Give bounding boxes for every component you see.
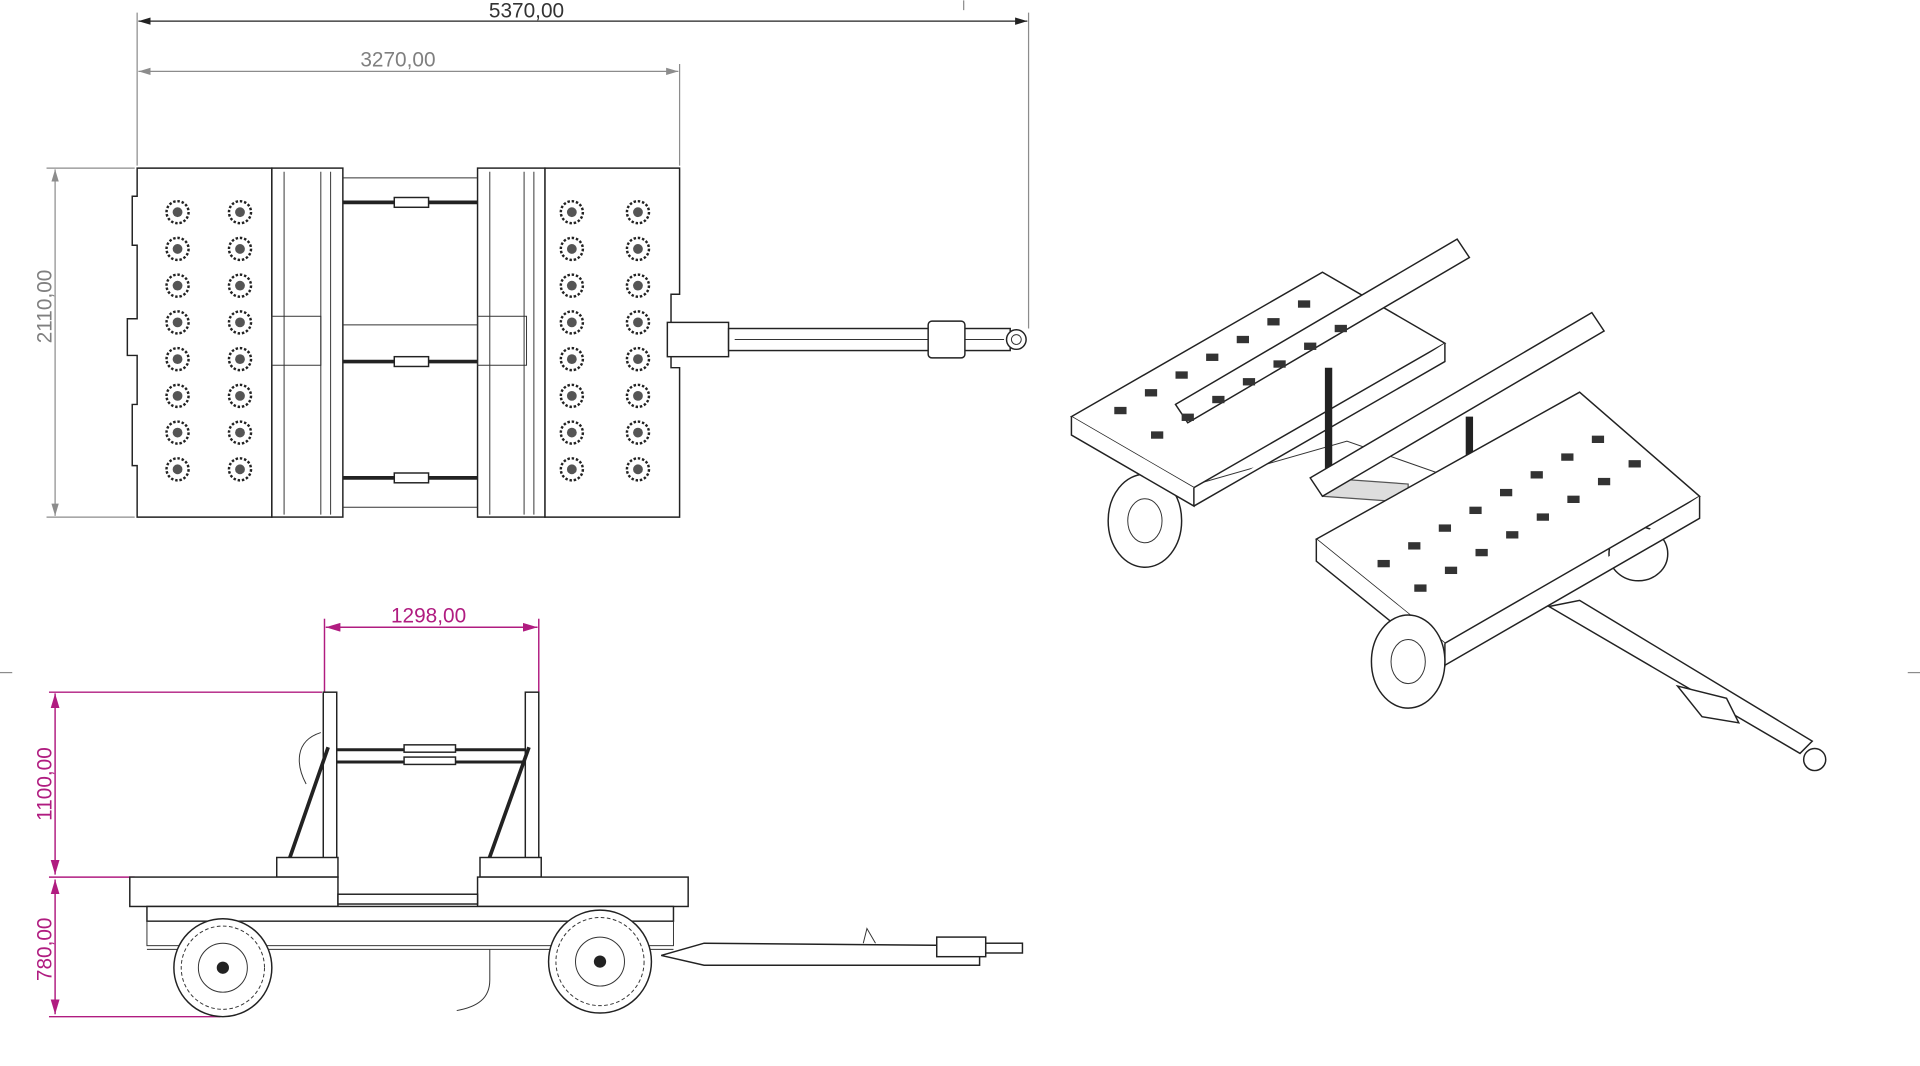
deck-fastener-core bbox=[633, 354, 643, 365]
iso-deck-fastener bbox=[1151, 431, 1164, 439]
iso-deck-fastener bbox=[1242, 378, 1256, 386]
deck-fastener-core bbox=[235, 280, 245, 291]
drawbar-side bbox=[661, 927, 1024, 966]
iso-towing-eye-icon bbox=[1802, 747, 1827, 772]
deck-fastener-core bbox=[566, 280, 577, 291]
dimension-stake-spacing: 1298,00 bbox=[391, 604, 466, 627]
tie-rods bbox=[342, 196, 478, 484]
deck-fastener-core bbox=[633, 244, 643, 254]
iso-deck-fastener bbox=[1628, 460, 1641, 468]
deck-fastener-core bbox=[566, 244, 577, 254]
deck-fastener-core bbox=[172, 464, 183, 475]
wheels-side bbox=[173, 909, 653, 1018]
deck-fastener-core bbox=[172, 427, 183, 438]
iso-deck-fastener bbox=[1297, 300, 1311, 308]
iso-deck-fastener bbox=[1175, 371, 1188, 379]
iso-deck-fastener bbox=[1597, 477, 1611, 486]
iso-deck-fastener bbox=[1414, 584, 1427, 592]
deck-fastener-core bbox=[566, 207, 577, 218]
top-view-dimensions: 5370,00 3270,00 2110,00 bbox=[33, 0, 1030, 518]
deck-fastener-core bbox=[235, 244, 245, 254]
dimension-stake-height: 1100,00 bbox=[33, 747, 56, 821]
deck-fastener-core bbox=[235, 464, 245, 475]
deck-fastener-core bbox=[633, 317, 643, 328]
iso-deck-fastener bbox=[1304, 342, 1317, 350]
iso-deck-fastener bbox=[1377, 559, 1390, 568]
deck-fastener-core bbox=[172, 354, 183, 365]
deck-fastener-core bbox=[172, 244, 183, 254]
iso-deck-fastener bbox=[1408, 542, 1421, 550]
deck-fastener-core bbox=[172, 317, 183, 328]
iso-front-wheel bbox=[1370, 614, 1446, 709]
deck-fastener-core bbox=[633, 280, 643, 291]
iso-deck-fastener bbox=[1114, 406, 1127, 415]
side-view: 1298,00 1100,00 780,00 bbox=[33, 604, 1024, 1018]
towing-eye-icon bbox=[1005, 329, 1027, 351]
iso-drawbar bbox=[1546, 599, 1814, 755]
deck-fastener-core bbox=[172, 280, 183, 291]
front-stake-frame bbox=[476, 167, 546, 518]
iso-deck-fastener bbox=[1334, 324, 1347, 333]
deck-fastener-core bbox=[235, 207, 245, 218]
deck-fastener-core bbox=[633, 390, 643, 401]
stakes-side bbox=[276, 691, 542, 878]
iso-deck-fastener bbox=[1144, 389, 1158, 397]
rear-stake-frame bbox=[271, 167, 344, 518]
dimension-width: 2110,00 bbox=[33, 270, 56, 344]
deck-fastener-core bbox=[235, 427, 245, 438]
isometric-view bbox=[1069, 238, 1827, 772]
drawbar-top bbox=[666, 320, 1027, 359]
iso-deck-fastener bbox=[1500, 488, 1513, 497]
dimension-body-length: 3270,00 bbox=[360, 48, 435, 71]
deck-fastener-core bbox=[235, 390, 245, 401]
iso-deck-fastener bbox=[1444, 566, 1458, 575]
iso-deck-fastener bbox=[1530, 471, 1543, 479]
frame-rails bbox=[271, 171, 535, 515]
dimension-overall-length: 5370,00 bbox=[489, 0, 564, 22]
deck-fastener-core bbox=[566, 427, 577, 438]
iso-deck-fastener bbox=[1267, 318, 1280, 326]
iso-deck-fastener bbox=[1506, 531, 1519, 539]
deck-fastener-core bbox=[566, 464, 577, 475]
iso-deck-fastener bbox=[1236, 335, 1249, 344]
iso-deck-fastener bbox=[1212, 395, 1225, 404]
deck-fastener-core bbox=[566, 354, 577, 365]
rear-deck-plate bbox=[126, 167, 273, 518]
iso-deck-fastener bbox=[1206, 353, 1219, 361]
deck-fastener-core bbox=[172, 390, 183, 401]
deck-fastener-core bbox=[172, 207, 183, 218]
deck-fastener-core bbox=[235, 317, 245, 328]
iso-deck-fastener bbox=[1567, 495, 1580, 503]
deck-fastener-pattern bbox=[165, 199, 651, 482]
iso-deck-fastener bbox=[1561, 453, 1574, 461]
deck-fastener-core bbox=[235, 354, 245, 365]
top-view: 5370,00 3270,00 2110,00 bbox=[33, 0, 1030, 518]
iso-front-stake-beam bbox=[1309, 311, 1606, 498]
iso-deck-fastener bbox=[1469, 506, 1482, 515]
deck-fastener-core bbox=[633, 464, 643, 475]
iso-deck-fastener bbox=[1438, 524, 1452, 532]
iso-deck-fastener bbox=[1475, 548, 1488, 557]
sheet-border-ticks bbox=[0, 0, 1920, 674]
iso-deck-fastener-pattern bbox=[1114, 300, 1641, 592]
iso-deck-fastener bbox=[1273, 360, 1286, 368]
dimension-deck-height: 780,00 bbox=[33, 918, 56, 982]
iso-deck-fastener bbox=[1181, 413, 1194, 421]
deck-fastener-core bbox=[566, 317, 577, 328]
side-view-dimensions: 1298,00 1100,00 780,00 bbox=[33, 604, 540, 1018]
deck-fastener-core bbox=[633, 427, 643, 438]
iso-deck-fastener bbox=[1536, 513, 1549, 521]
deck-fastener-core bbox=[566, 390, 577, 401]
iso-deck-fastener bbox=[1591, 435, 1605, 443]
deck-fastener-core bbox=[633, 207, 643, 218]
